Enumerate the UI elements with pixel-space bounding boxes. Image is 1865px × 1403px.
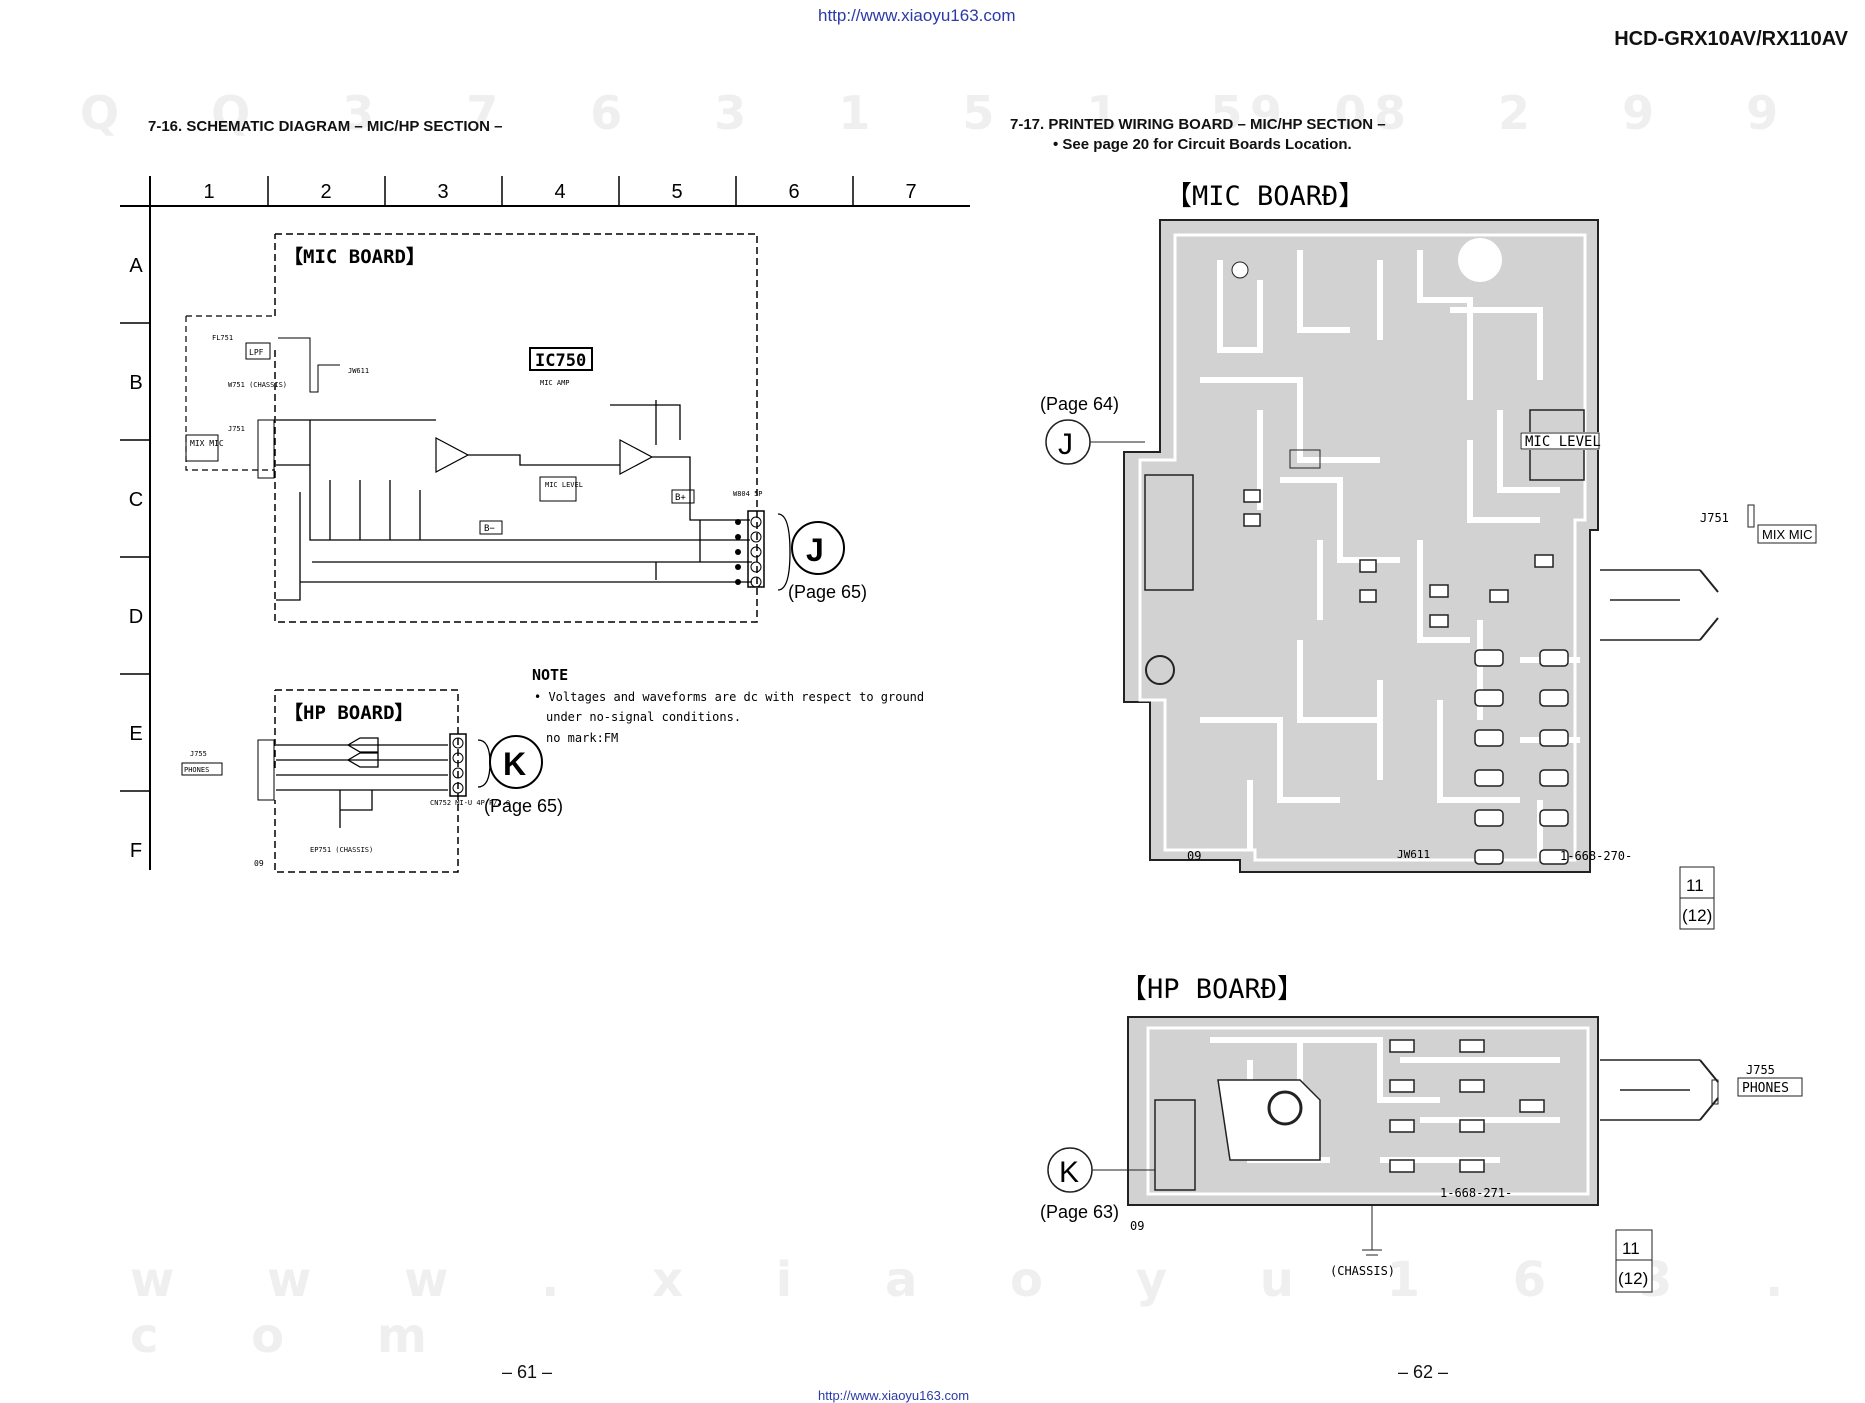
col-label-1: 1 <box>203 181 214 203</box>
part-number-mic: 1-668-270- <box>1560 849 1632 863</box>
note-line-3: no mark:FM <box>546 731 618 745</box>
phones-label-schematic: PHONES <box>184 766 209 774</box>
rev-hp-top: 11 <box>1622 1239 1640 1258</box>
mic-board-label: 【MIC BOARD】 <box>284 245 425 268</box>
pwb-title: 7-17. PRINTED WIRING BOARD – MIC/HP SECT… <box>1010 116 1386 133</box>
row-label-e: E <box>129 723 142 745</box>
phones-pwb: PHONES <box>1742 1081 1789 1096</box>
j751-label: J751 <box>228 425 245 433</box>
j755-label: J755 <box>190 750 207 758</box>
mic-level-schematic: MIC LEVEL <box>545 481 583 489</box>
page-ref-k: (Page 65) <box>484 796 563 816</box>
col-label-2: 2 <box>320 181 331 203</box>
page-number-right: – 62 – <box>1398 1362 1449 1382</box>
connector-j-schematic: J <box>806 532 824 568</box>
note-line-2: under no-signal conditions. <box>546 710 741 724</box>
page-number-left: – 61 – <box>502 1362 553 1382</box>
row-label-b: B <box>129 372 142 394</box>
pwb-subtitle: • See page 20 for Circuit Boards Locatio… <box>1053 136 1352 153</box>
col-label-4: 4 <box>554 181 565 203</box>
w804-label: W804 5P <box>733 490 763 498</box>
connector-k-schematic: K <box>503 746 526 782</box>
connector-j-pwb: J <box>1058 428 1073 461</box>
pwb-09-mic: 09 <box>1187 849 1201 863</box>
top-url-link[interactable]: http://www.xiaoyu163.com <box>818 6 1016 25</box>
b-minus-label: B− <box>484 524 495 534</box>
pwb-mic-board-label: 【MIC BOARĐ】 <box>1165 181 1365 212</box>
page-ref-j: (Page 65) <box>788 582 867 602</box>
row-label-a: A <box>129 255 143 277</box>
col-label-6: 6 <box>788 181 799 203</box>
schematic-title: 7-16. SCHEMATIC DIAGRAM – MIC/HP SECTION… <box>148 118 503 135</box>
cn752-label: CN752 MI-U 4P P/2.0 <box>430 799 510 807</box>
hp-board-label: 【HP BOARD】 <box>284 701 414 724</box>
row-label-d: D <box>129 606 143 628</box>
part-number-hp: 1-668-271- <box>1440 1186 1512 1200</box>
mix-mic-pwb: MIX MIC <box>1762 527 1813 542</box>
printed-wiring-board: 【MIC BOARĐ】 J (Page 64) MIC LEVE <box>1040 181 1817 1293</box>
col-label-3: 3 <box>437 181 448 203</box>
chassis-label: (CHASSIS) <box>1330 1264 1395 1278</box>
pwb-hp-board-label: 【HP BOARĐ】 <box>1120 974 1304 1005</box>
watermark-site: w w w . x i a o y u 1 6 3 . c o m <box>130 1252 1822 1364</box>
pwb-09-hp: 09 <box>1130 1219 1144 1233</box>
j751-pwb: J751 <box>1700 511 1729 525</box>
watermark-number: 9 8 2 9 9 <box>1250 86 1817 140</box>
model-name: HCD-GRX10AV/RX110AV <box>1614 28 1848 50</box>
col-label-5: 5 <box>671 181 682 203</box>
rev-mic-top: 11 <box>1686 876 1704 895</box>
mix-mic-label-line: MIX MIC <box>190 439 224 448</box>
jw611-pwb: JW611 <box>1397 848 1430 861</box>
schematic-diagram: 1 2 3 4 5 6 7 A B C D E F 【MIC BOARD】 IC… <box>120 176 970 873</box>
connector-k-pwb: K <box>1059 1156 1079 1189</box>
note-line-1: • Voltages and waveforms are dc with res… <box>534 690 924 704</box>
ic750-label: IC750 <box>535 351 586 371</box>
jw611-label: JW611 <box>348 367 369 375</box>
page-ref-64: (Page 64) <box>1040 394 1119 414</box>
note-title: NOTE <box>532 666 568 684</box>
mic-level-pwb: MIC LEVEL <box>1525 434 1601 450</box>
j755-pwb: J755 <box>1746 1063 1775 1077</box>
ic750-sub-label: MIC AMP <box>540 379 570 387</box>
w751-label: W751 (CHASSIS) <box>228 381 287 389</box>
bottom-url-link[interactable]: http://www.xiaoyu163.com <box>818 1388 970 1403</box>
lpf-label: LPF <box>249 348 264 357</box>
ep751-label: EP751 (CHASSIS) <box>310 846 373 854</box>
rev-mic-bottom: (12) <box>1682 906 1712 925</box>
fl751-label: FL751 <box>212 334 233 342</box>
b-plus-label: B+ <box>675 493 686 503</box>
col-label-7: 7 <box>905 181 916 203</box>
rev-hp-bottom: (12) <box>1618 1269 1648 1288</box>
row-label-c: C <box>129 489 143 511</box>
watermark-qq: Q Q 3 7 6 3 1 5 1 5 0 <box>80 86 1405 140</box>
row-label-f: F <box>130 840 142 862</box>
page-ref-63: (Page 63) <box>1040 1202 1119 1222</box>
schematic-09: 09 <box>254 859 264 868</box>
